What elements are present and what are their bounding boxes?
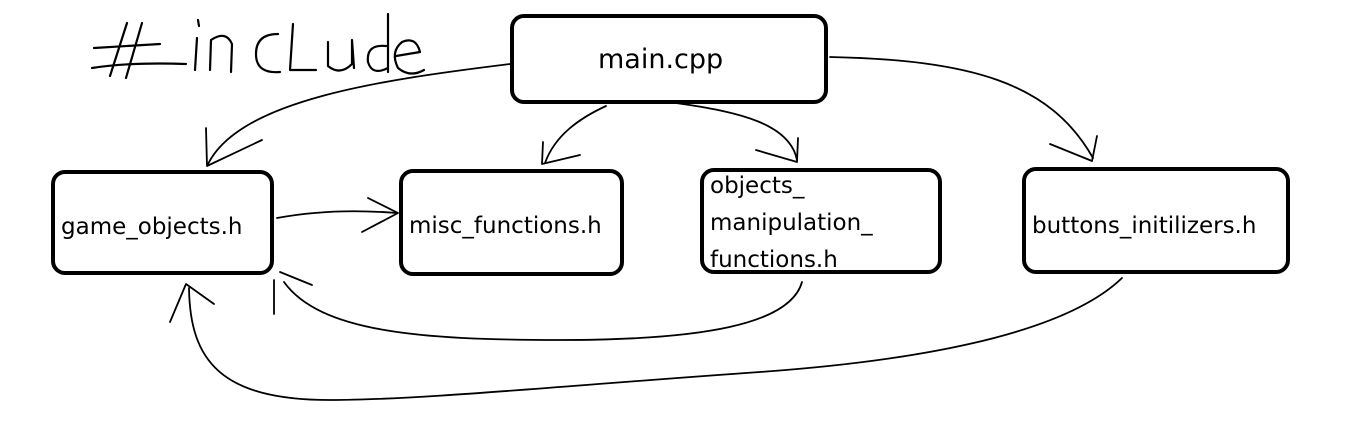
arrow-main-to-misc-functions — [541, 105, 607, 165]
arrow-main-to-buttons-initilizers — [829, 56, 1098, 162]
node-game-objects-h: game_objects.h — [51, 170, 274, 275]
node-label: objects_ manipulation_ functions.h — [710, 173, 873, 273]
arrow-game-objects-to-misc-functions — [276, 197, 399, 233]
node-label: buttons_initilizers.h — [1032, 213, 1257, 239]
arrow-main-to-game-objects — [205, 63, 511, 167]
node-label: main.cpp — [598, 44, 724, 75]
node-misc-functions-h: misc_functions.h — [399, 169, 624, 276]
arrow-objects-manipulation-to-game-objects — [273, 271, 803, 341]
node-main-cpp: main.cpp — [510, 14, 828, 104]
node-label: game_objects.h — [61, 214, 243, 240]
node-label: misc_functions.h — [409, 213, 602, 239]
node-objects-manipulation-functions-h: objects_ manipulation_ functions.h — [700, 168, 942, 274]
arrow-main-to-objects-manipulation — [675, 102, 799, 163]
arrow-buttons-initilizers-to-game-objects — [169, 277, 1123, 401]
node-buttons-initilizers-h: buttons_initilizers.h — [1022, 167, 1290, 274]
include-annotation — [90, 12, 426, 80]
